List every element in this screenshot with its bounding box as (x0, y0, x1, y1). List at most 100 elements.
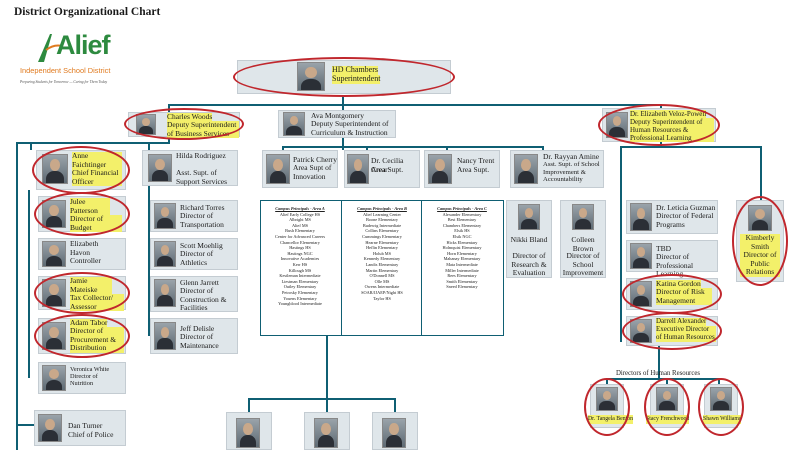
campus-school: Petrosky Elementary (282, 289, 318, 295)
campus-school: Miller Intermediate (445, 267, 479, 273)
campus-school: Albright MS (289, 217, 311, 223)
logo-district-name: Independent School District (20, 66, 111, 75)
crear-name: Dr. Cecilia Crear (371, 156, 404, 174)
rodriguez-name: Hilda Rodriguez (176, 151, 226, 160)
campus-school: Taylor HS (373, 295, 391, 301)
cherry-title: Area Supt of Innovation (293, 163, 332, 181)
trent-title: Area Supt. (457, 165, 490, 174)
campus-school: Hicks Elementary (446, 239, 478, 245)
area-a-title: Campus Principals - Area A (275, 206, 325, 211)
jarrett-title: Director of Construction & Facilities (180, 286, 227, 313)
area-principal-photo-2 (314, 418, 338, 448)
amine-name: Dr. Rayyan Amine (543, 152, 600, 161)
campus-school: Alief MS (291, 222, 309, 228)
trent-name: Nancy Trent (457, 156, 495, 165)
campus-school: Horn Elementary (447, 250, 477, 256)
turner-name: Dan Turner (68, 421, 103, 430)
campus-school: Olle MS (374, 278, 390, 284)
guzman-title: Director of Federal Programs (656, 211, 714, 229)
district-logo: Alief Independent School District Prepar… (20, 30, 170, 92)
campus-school: Mahanay Elementary (443, 256, 481, 262)
trent-photo (428, 154, 452, 184)
area-c-list: Campus Principals - Area C Alexander Ele… (424, 206, 500, 290)
campus-school: Owens Intermediate (364, 284, 400, 290)
delisle-name: Jeff Delisle (180, 324, 215, 333)
campus-school: Elsik HS (454, 228, 470, 234)
campus-school: Kennedy Elementary (363, 256, 401, 262)
campus-school: Hastings NGC (287, 250, 313, 256)
campus-school: Alief Learning Center (363, 211, 401, 217)
amine-photo (514, 154, 538, 184)
area-a-list: Campus Principals - Area A Alief Early C… (262, 206, 338, 307)
campus-school: Innovative Academies (280, 256, 320, 262)
moehlig-name: Scott Moehlig (180, 241, 223, 250)
guzman-photo (630, 203, 652, 231)
tabor-highlight-oval (34, 314, 130, 358)
campus-school: Bush Elementary (285, 228, 315, 234)
campus-school: Heflin Elementary (366, 245, 398, 251)
faichtinger-highlight-oval (32, 146, 130, 194)
torres-title: Director of Transportation (180, 211, 224, 229)
havon-photo (42, 241, 66, 267)
torres-photo (154, 203, 176, 229)
campus-school: Chancellor Elementary (280, 239, 320, 245)
moehlig-photo (154, 241, 176, 267)
smith-highlight-oval (732, 196, 788, 286)
havon-title: Controller (70, 256, 101, 265)
jarrett-photo (154, 279, 176, 307)
white-title: Director of Nutrition (70, 373, 98, 387)
logo-word: Alief (56, 30, 111, 60)
delisle-title: Director of Maintenance (180, 332, 219, 350)
montgomery-name: Ava Montgomery (311, 111, 364, 120)
campus-school: Alexander Elementary (442, 211, 482, 217)
gordon-highlight-oval (622, 274, 722, 314)
campus-school: Cummings Elementary (362, 233, 402, 239)
patterson-highlight-oval (34, 192, 130, 236)
brown-name: Colleen Brown (571, 235, 595, 253)
veloz-highlight-oval (598, 104, 720, 146)
bland-photo (518, 204, 540, 230)
montgomery-photo (283, 112, 305, 136)
area-c-title: Campus Principals - Area C (437, 206, 487, 211)
campus-school: Rees Elementary (447, 273, 477, 279)
area-b-title: Campus Principals - Area B (357, 206, 407, 211)
campus-school: Smith Elementary (446, 278, 478, 284)
amine-title: Asst. Supt. of School Improvement & Acco… (543, 161, 600, 184)
tbd-photo (630, 243, 652, 269)
campus-school: Budewig Intermediate (362, 222, 402, 228)
guzman-name: Dr. Leticia Guzman (656, 203, 716, 212)
campus-school: Collins Elementary (365, 228, 399, 234)
crear-photo (347, 154, 369, 184)
white-photo (42, 365, 66, 391)
moehlig-title: Director of Athletics (180, 249, 214, 267)
campus-school: Sneed Elementary (446, 284, 478, 290)
turner-photo (38, 414, 62, 442)
campus-school: Alief Early College HS (279, 211, 321, 217)
area-principal-photo-1 (236, 418, 260, 448)
brown-photo (572, 204, 594, 230)
campus-school: Hearne Elementary (365, 239, 399, 245)
campus-school: Chambers Elementary (442, 222, 482, 228)
campus-school: Landis Elementary (365, 261, 399, 267)
logo-swoosh-icon (38, 34, 62, 62)
alexander-highlight-oval (622, 312, 722, 350)
frenchwood-highlight-oval (644, 378, 690, 436)
rodriguez-photo (148, 154, 172, 182)
page-title: District Organizational Chart (14, 6, 161, 18)
williams-highlight-oval (698, 378, 744, 436)
brown-title: Director of School Improvement (562, 251, 604, 278)
turner-title: Chief of Police (68, 430, 114, 439)
bland-title: Director of Research & Evaluation (511, 251, 547, 278)
delisle-photo (154, 322, 176, 350)
campus-school: Killough MS (288, 267, 312, 273)
campus-school: Kestleman Intermediate (279, 273, 321, 279)
campus-school: Boone Elementary (365, 217, 399, 223)
campus-school: SOAR/JJAEP/Night HS (361, 289, 403, 295)
campus-school: Center for Advanced Careers (275, 233, 325, 239)
area-b-list: Campus Principals - Area B Alief Learnin… (344, 206, 420, 301)
cherry-name: Patrick Cherry (293, 155, 337, 164)
hr-group-label: Directors of Human Resources (616, 370, 700, 377)
